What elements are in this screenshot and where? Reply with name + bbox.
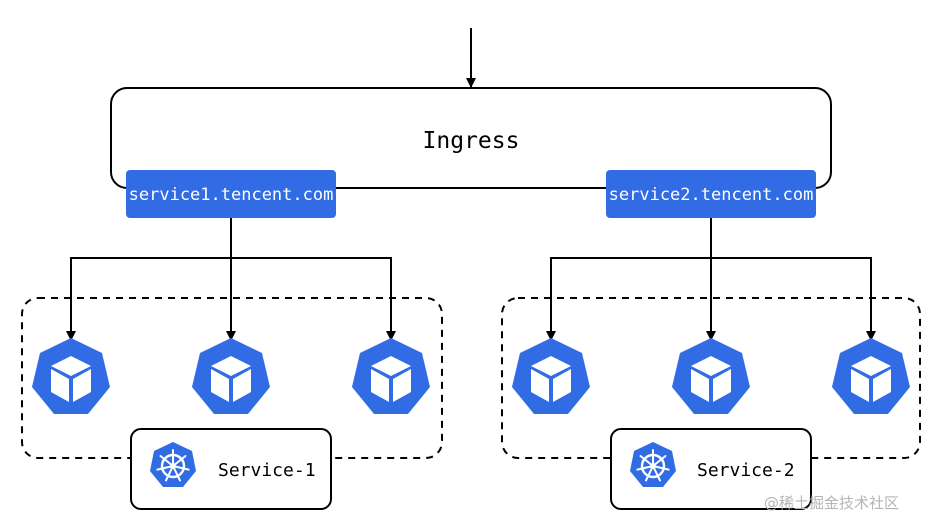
ingress-title: Ingress — [423, 128, 520, 154]
host-rule-2-badge — [606, 170, 816, 218]
host-rule-1-label: service1.tencent.com — [129, 185, 334, 205]
pod-cube-icon — [192, 338, 270, 414]
ingress-box — [110, 87, 832, 189]
service-2-label: Service-2 — [697, 460, 795, 481]
host-rule-2-label: service2.tencent.com — [609, 185, 814, 205]
host-rule-1-badge — [126, 170, 336, 218]
service-1-label: Service-1 — [218, 460, 316, 481]
watermark-text: @稀土掘金技术社区 — [764, 494, 899, 512]
service-1-routing-lines — [66, 218, 396, 341]
pod-cube-icon — [512, 338, 590, 414]
pod-cube-icon — [352, 338, 430, 414]
service-2-routing-lines — [546, 218, 876, 341]
pod-cube-icon — [32, 338, 110, 414]
pod-cube-icon — [672, 338, 750, 414]
pod-cube-icon — [832, 338, 910, 414]
